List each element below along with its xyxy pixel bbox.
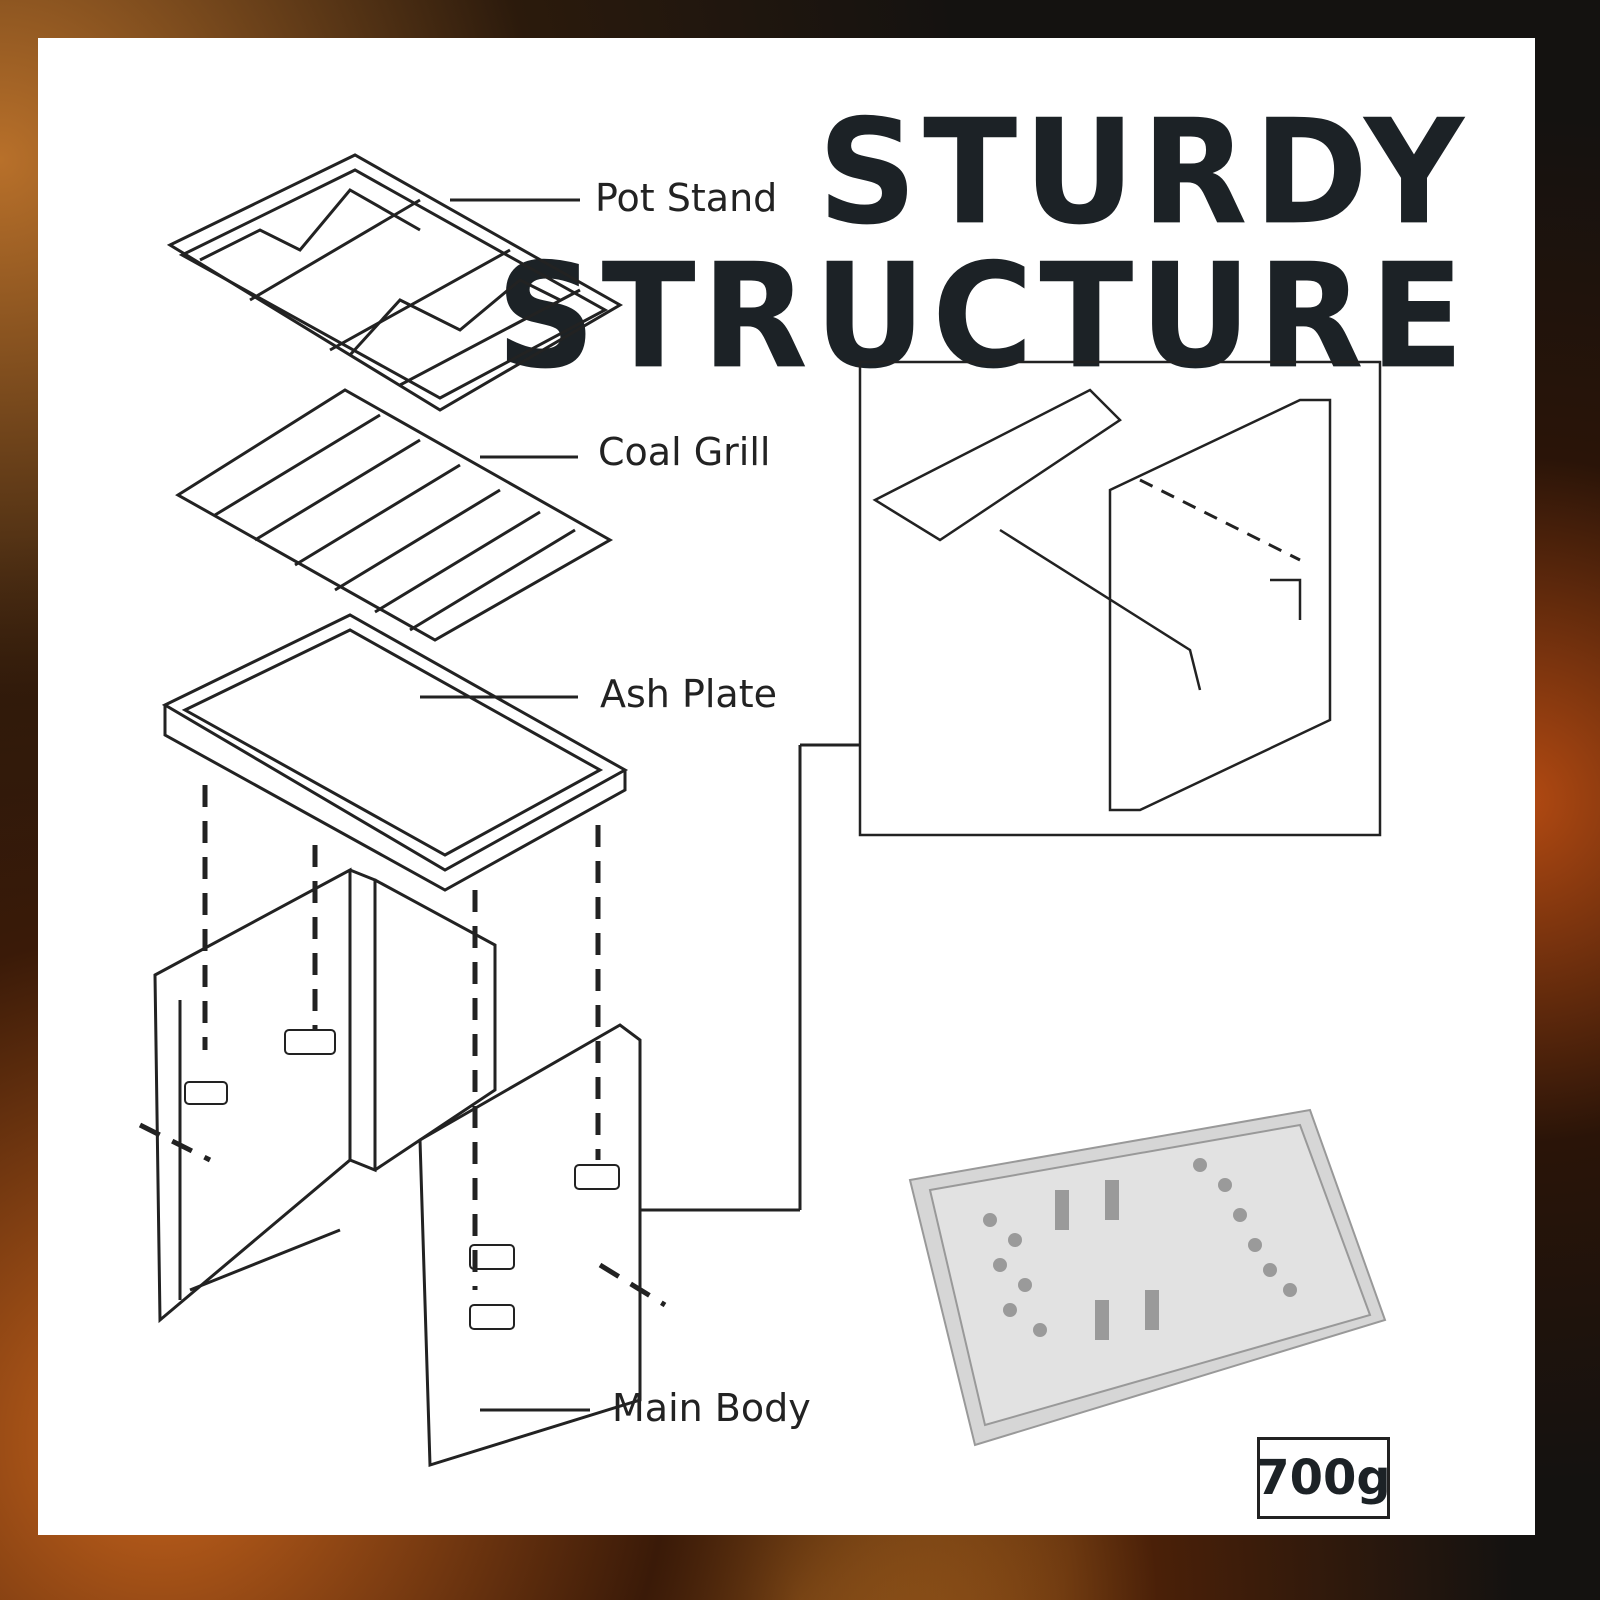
pot-stand-drawing <box>166 153 624 412</box>
coal-grill-drawing <box>175 388 614 642</box>
ash-plate-drawing <box>161 613 629 892</box>
assembly-guides <box>138 785 667 1308</box>
label-main-body: Main Body <box>612 1386 811 1430</box>
label-coal-grill: Coal Grill <box>598 430 771 474</box>
label-ash-plate: Ash Plate <box>600 672 777 716</box>
weight-badge: 700g <box>1256 1437 1391 1519</box>
title-line-1: STURDY <box>817 87 1470 257</box>
main-body-drawing <box>153 743 860 1468</box>
title-line-2: STRUCTURE <box>496 231 1470 401</box>
exploded-diagram <box>138 153 1387 1468</box>
folded-stove-photo <box>908 1108 1387 1447</box>
label-pot-stand: Pot Stand <box>595 176 778 220</box>
white-panel: STURDY STRUCTURE <box>38 38 1535 1535</box>
inset-detail <box>858 360 1382 837</box>
